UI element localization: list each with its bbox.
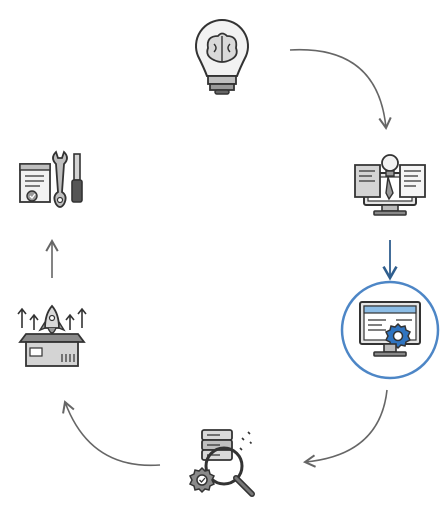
rocket-box-icon [17,304,87,367]
arrow-development-to-testing [302,389,388,468]
blueprint-monitor-icon [354,154,426,216]
arrow-testing-to-launch [62,400,161,467]
arrow-idea-to-design [289,48,392,131]
server-magnifier-gear-icon [188,429,255,497]
web-monitor-gear-icon [340,280,440,380]
lightbulb-brain-icon [195,19,249,95]
document-tools-icon [19,150,83,208]
